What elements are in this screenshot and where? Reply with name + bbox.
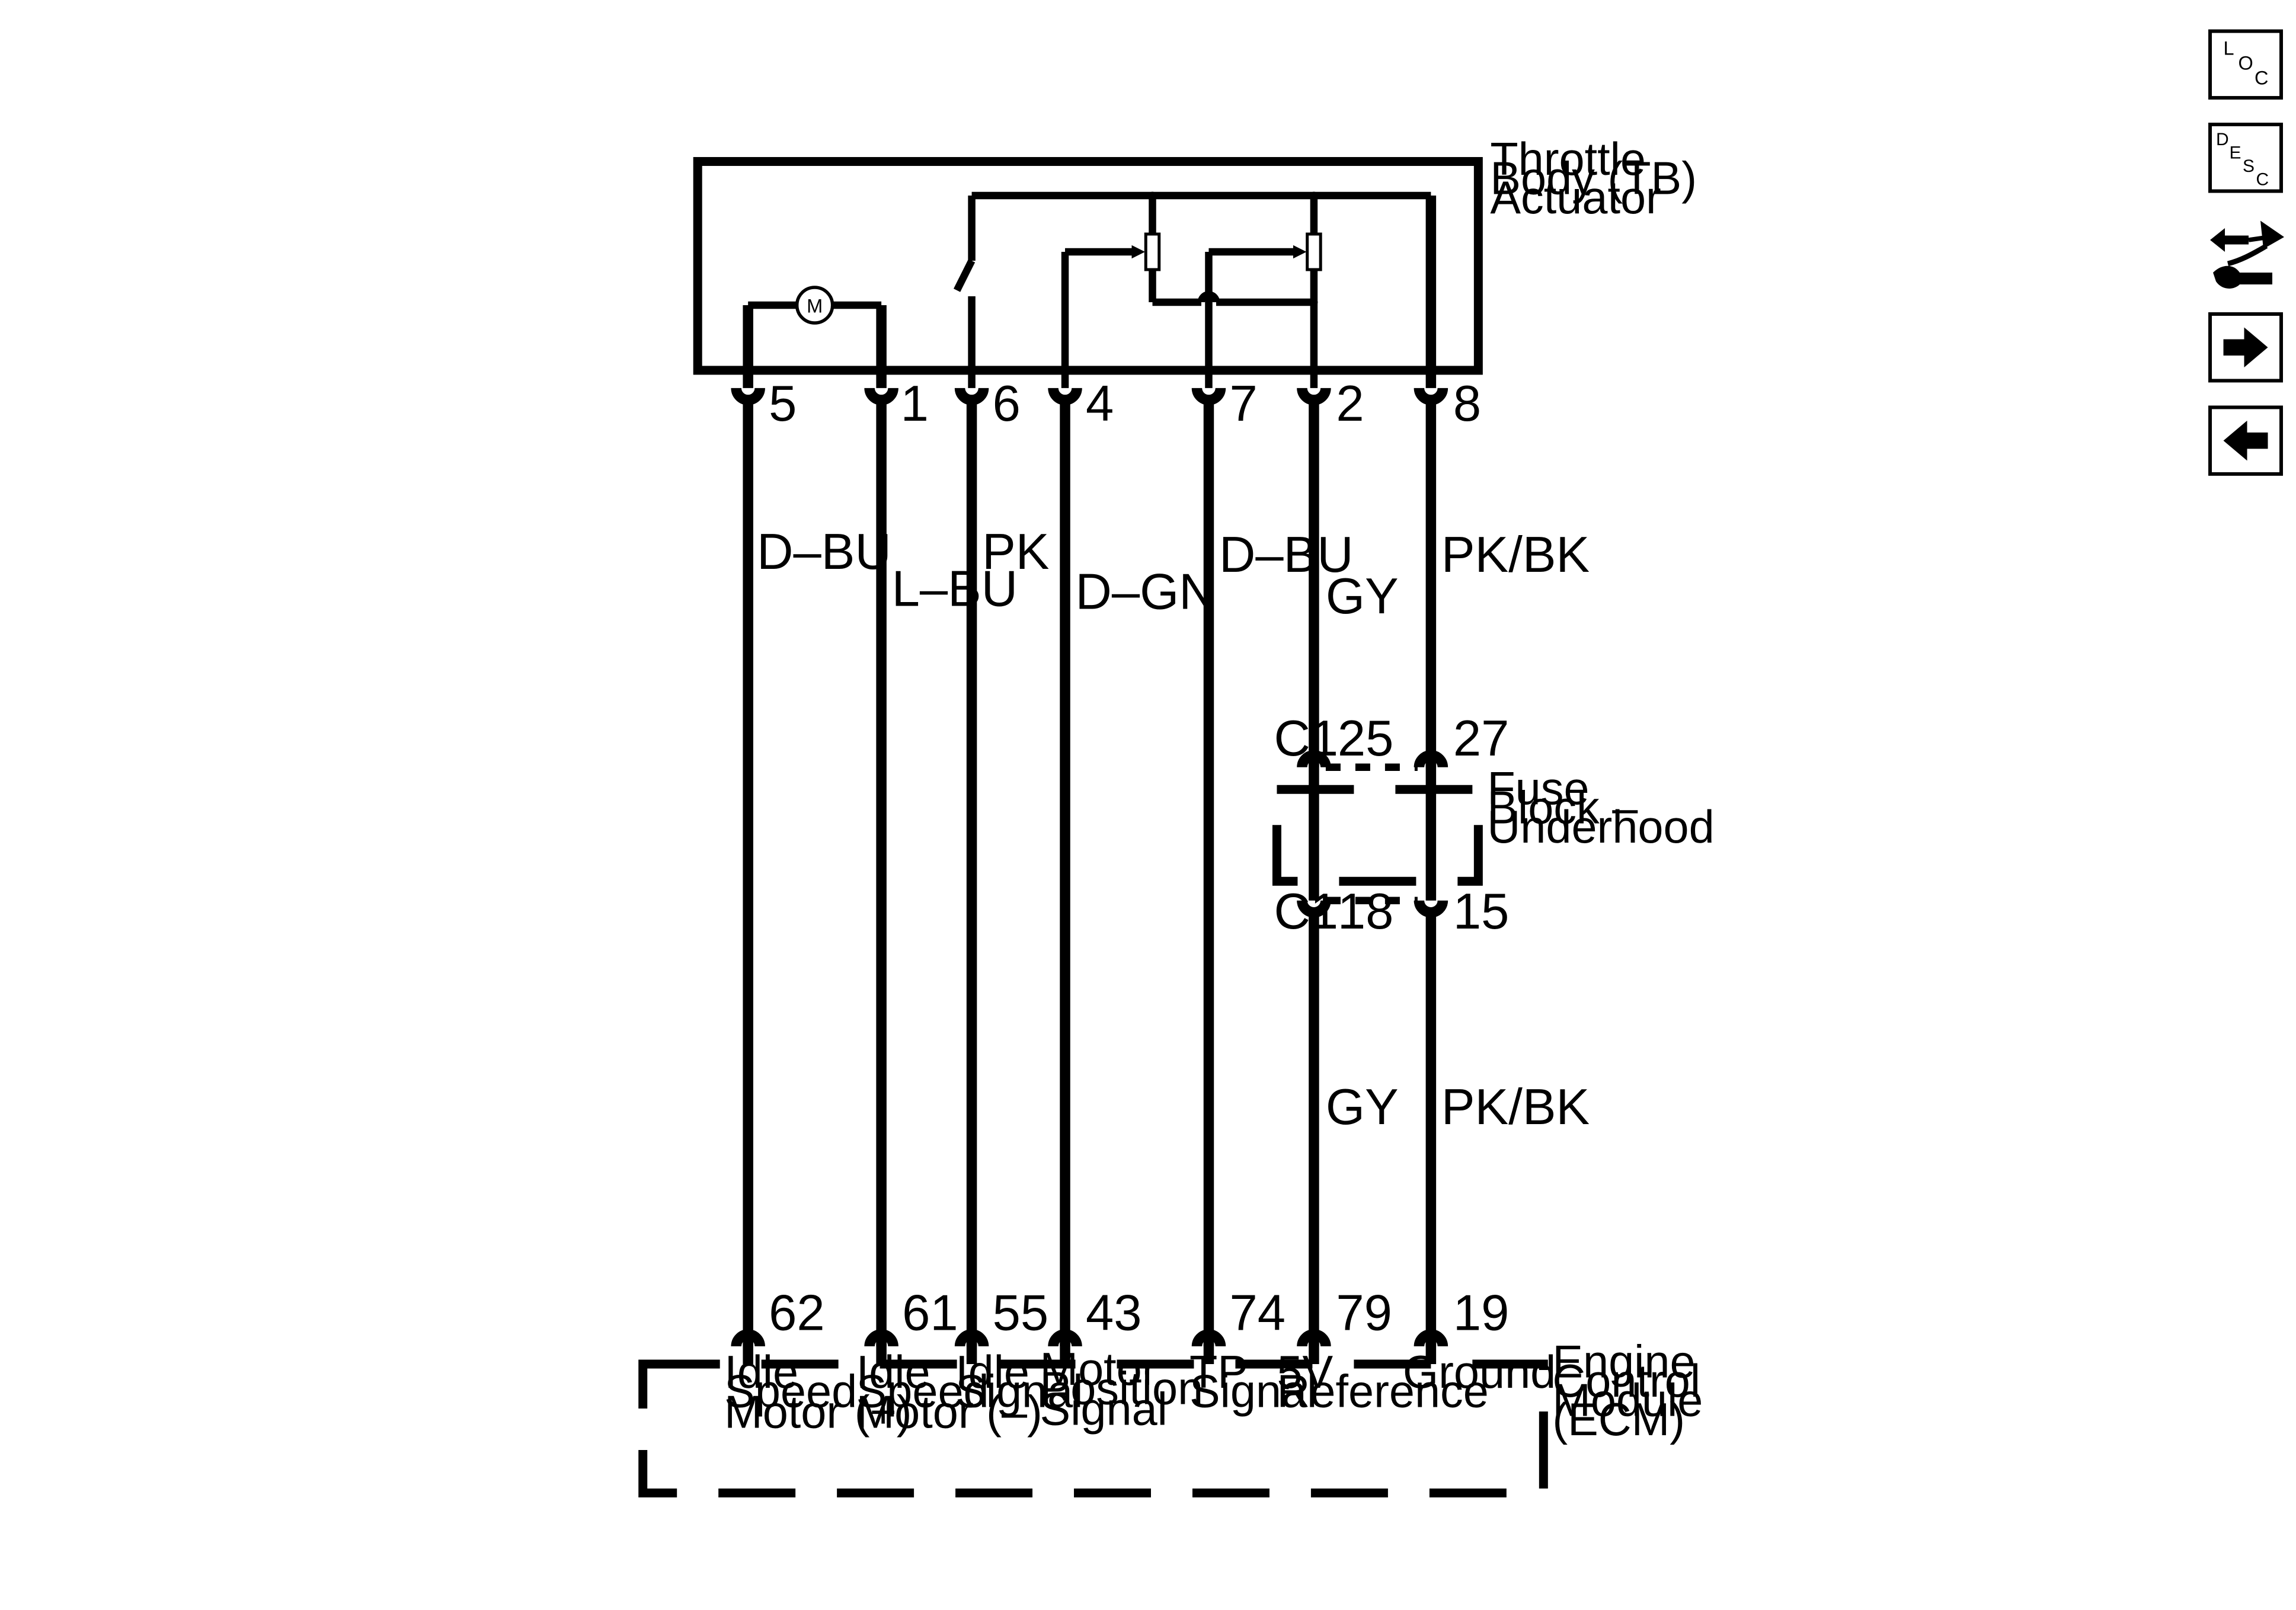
nav-desc-button[interactable]: D E S C [2208,123,2284,193]
wire-color-label: D–BU [757,524,891,580]
connector-tool-icon[interactable] [2204,216,2294,293]
fuse-block-enclosure [1272,785,1483,886]
fuse-block-label: Fuse Block – Underhood [1487,763,1714,853]
ecm-terminal-label: Idle Speed Motor (+) [724,1347,912,1438]
circuit-62: 5 D–BU 62 Idle Speed Motor (+) [724,305,912,1438]
motor-symbol: M [807,295,823,316]
tb-pin-4: 4 [1086,376,1114,432]
ecm-terminal-label: Ground [1403,1347,1556,1398]
fuse-pin-25: 25 [1338,710,1394,767]
ecm-terminal-label: Motor Position Signal [1040,1344,1216,1435]
arrow-left-icon[interactable] [2208,405,2284,476]
circuit-79: 2 GY 25 18 GY 79 5V Reference [1277,376,1488,1417]
fuse-block-underhood: Fuse Block – Underhood C1 C1 [1272,710,1715,940]
tb-pin-8: 8 [1453,376,1481,432]
ecm-terminal-label: Idle Signal [955,1347,1083,1417]
wire-color-label: L–BU [892,561,1018,617]
ecm-terminal-label: TP Signal [1189,1347,1317,1417]
fuse-pin-15: 15 [1453,884,1510,940]
ecm-pin-55: 55 [993,1285,1049,1342]
wire-color-label-lower: PK/BK [1441,1079,1590,1135]
svg-text:D: D [2216,130,2229,149]
tb-label: Throttle Body (TB) Actuator [1490,134,1709,223]
wire-color-label: D–GN [1076,564,1216,620]
wire-color-label: PK [982,524,1049,580]
svg-text:E: E [2230,143,2241,163]
wire-color-label: GY [1326,568,1399,625]
circuit-55: 6 PK 55 Idle Signal [954,376,1083,1417]
ecm-pin-79: 79 [1336,1285,1392,1342]
ecm-pin-62: 62 [769,1285,825,1342]
wire-color-label: PK/BK [1441,527,1590,583]
tb-pin-5: 5 [769,376,797,432]
circuit-19: 8 PK/BK 27 15 PK/BK 19 Ground [1403,196,1590,1398]
ecm-pin-61: 61 [902,1285,958,1342]
circuit-74: 7 D–BU 74 TP Signal [1189,251,1354,1417]
throttle-body-actuator: Throttle Body (TB) Actuator M [693,134,1709,388]
ecm-terminal-label: Idle Speed Motor (–) [856,1347,1043,1438]
svg-text:S: S [2243,156,2255,176]
arrow-right-icon[interactable] [2208,312,2284,383]
ecm-terminal-label: 5V Reference [1277,1347,1488,1417]
tb-pin-1: 1 [901,376,929,432]
svg-text:L: L [2224,38,2234,59]
tb-pin-7: 7 [1229,376,1257,432]
wire-color-label-lower: GY [1326,1079,1399,1135]
tb-internal-circuit [953,191,1431,388]
circuit-61: 1 L–BU 61 Idle Speed Motor (–) [856,305,1043,1438]
svg-text:C: C [2255,68,2268,89]
ecm-enclosure [638,1359,1548,1497]
engine-control-module: Engine Control Module (ECM) [638,1337,1716,1497]
tp-potentiometer [1306,232,1322,271]
ecm-pin-74: 74 [1229,1285,1285,1342]
ecm-pin-19: 19 [1453,1285,1510,1342]
tb-enclosure [693,157,1483,375]
circuit-43: 4 D–GN 43 Motor Position Signal [1040,251,1216,1435]
ecm-pin-43: 43 [1086,1285,1142,1342]
fuse-pin-18: 18 [1338,884,1394,940]
nav-loc-button[interactable]: L O C [2208,29,2284,100]
svg-text:C: C [2256,170,2269,190]
wire-color-label: D–BU [1219,527,1354,583]
fuse-pin-27: 27 [1453,710,1510,767]
idle-switch [953,259,976,292]
idle-speed-motor: M [748,286,882,325]
tb-pin-6: 6 [993,376,1021,432]
tb-pin-2: 2 [1336,376,1364,432]
ecm-label: Engine Control Module (ECM) [1552,1337,1716,1445]
motor-position-potentiometer [1144,232,1161,271]
svg-text:O: O [2239,53,2253,74]
